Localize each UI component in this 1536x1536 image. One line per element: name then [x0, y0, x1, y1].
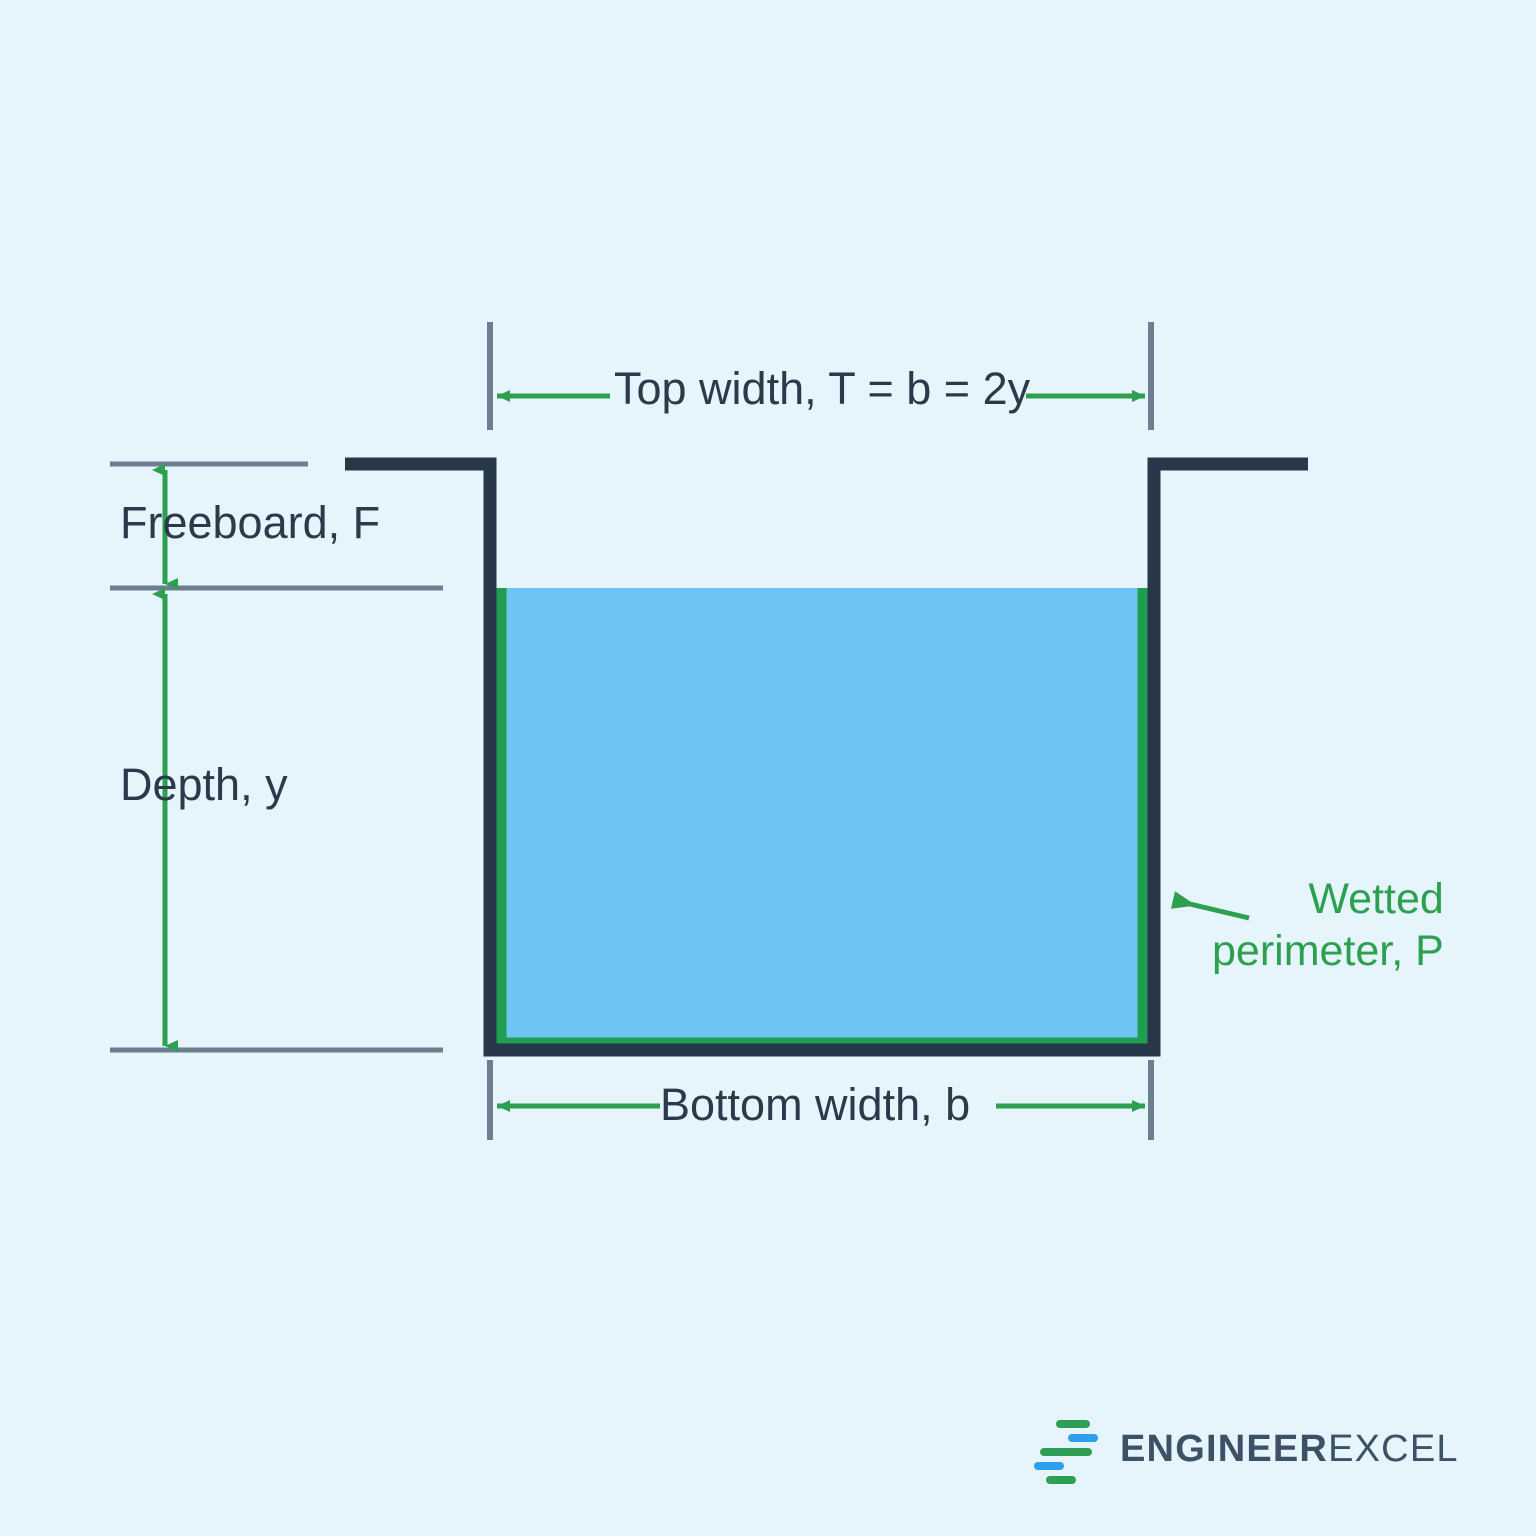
logo-wordmark: ENGINEEREXCEL: [1120, 1428, 1459, 1471]
wetted-perimeter-leader-arrow: [1170, 891, 1250, 921]
depth-label: Depth, y: [120, 759, 288, 810]
logo-bar-2: [1068, 1434, 1098, 1442]
channel-walls: [345, 457, 1308, 1057]
logo-bar-4: [1034, 1462, 1064, 1470]
logo-brand-bold: ENGINEER: [1120, 1427, 1329, 1470]
freeboard-label: Freeboard, F: [120, 497, 381, 548]
engineerexcel-logo: ENGINEEREXCEL: [1034, 1418, 1459, 1484]
top-width-label: Top width, T = b = 2y: [614, 363, 1031, 414]
logo-mark-icon: [1034, 1418, 1102, 1484]
bottom-width-label: Bottom width, b: [660, 1079, 971, 1130]
logo-brand-light: EXCEL: [1328, 1427, 1459, 1470]
logo-bar-3: [1040, 1448, 1092, 1456]
logo-bar-1: [1056, 1420, 1090, 1428]
wetted-perimeter-label-line1: Wetted: [1308, 875, 1444, 923]
water-fill: [494, 588, 1150, 1050]
logo-bar-5: [1046, 1476, 1076, 1484]
wetted-perimeter-label: Wetted perimeter, P: [1212, 873, 1444, 978]
wetted-perimeter-label-line2: perimeter, P: [1212, 927, 1444, 976]
